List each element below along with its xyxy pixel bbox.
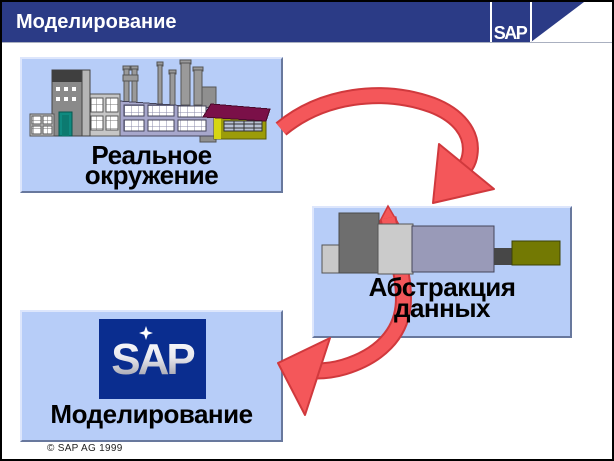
logo-separator-line	[530, 2, 532, 42]
modeling-label: Моделирование	[22, 399, 281, 429]
arrow-real-to-abstraction-icon	[275, 87, 495, 204]
logo-separator-line	[490, 2, 492, 42]
title-bar-navy-shape: SAP	[2, 2, 584, 43]
title-bar: SAP Моделирование	[2, 2, 612, 43]
modeling-label-text: Моделирование	[50, 399, 253, 429]
sap-logo-text: SAP	[111, 335, 194, 384]
real-environment-label: Реальное окружение	[22, 140, 281, 190]
factory-illustration-icon	[29, 59, 271, 143]
sap-logo-icon: SAP	[99, 319, 206, 399]
real-environment-label-line1: Реальное	[91, 140, 212, 170]
page-title: Моделирование	[16, 11, 177, 33]
sparkle-icon	[139, 326, 153, 340]
box-modeling: SAP Моделирование	[20, 310, 283, 442]
box-real-environment: Реальное окружение	[20, 57, 283, 193]
data-abstraction-label: Абстракция данных	[314, 274, 570, 323]
box-data-abstraction: Абстракция данных	[312, 206, 572, 338]
data-abstraction-label-line2: данных	[393, 293, 491, 323]
copyright-notice: © SAP AG 1999	[47, 443, 123, 454]
real-environment-label-line2: окружение	[84, 160, 219, 190]
sap-brand-logo: SAP	[493, 23, 528, 43]
